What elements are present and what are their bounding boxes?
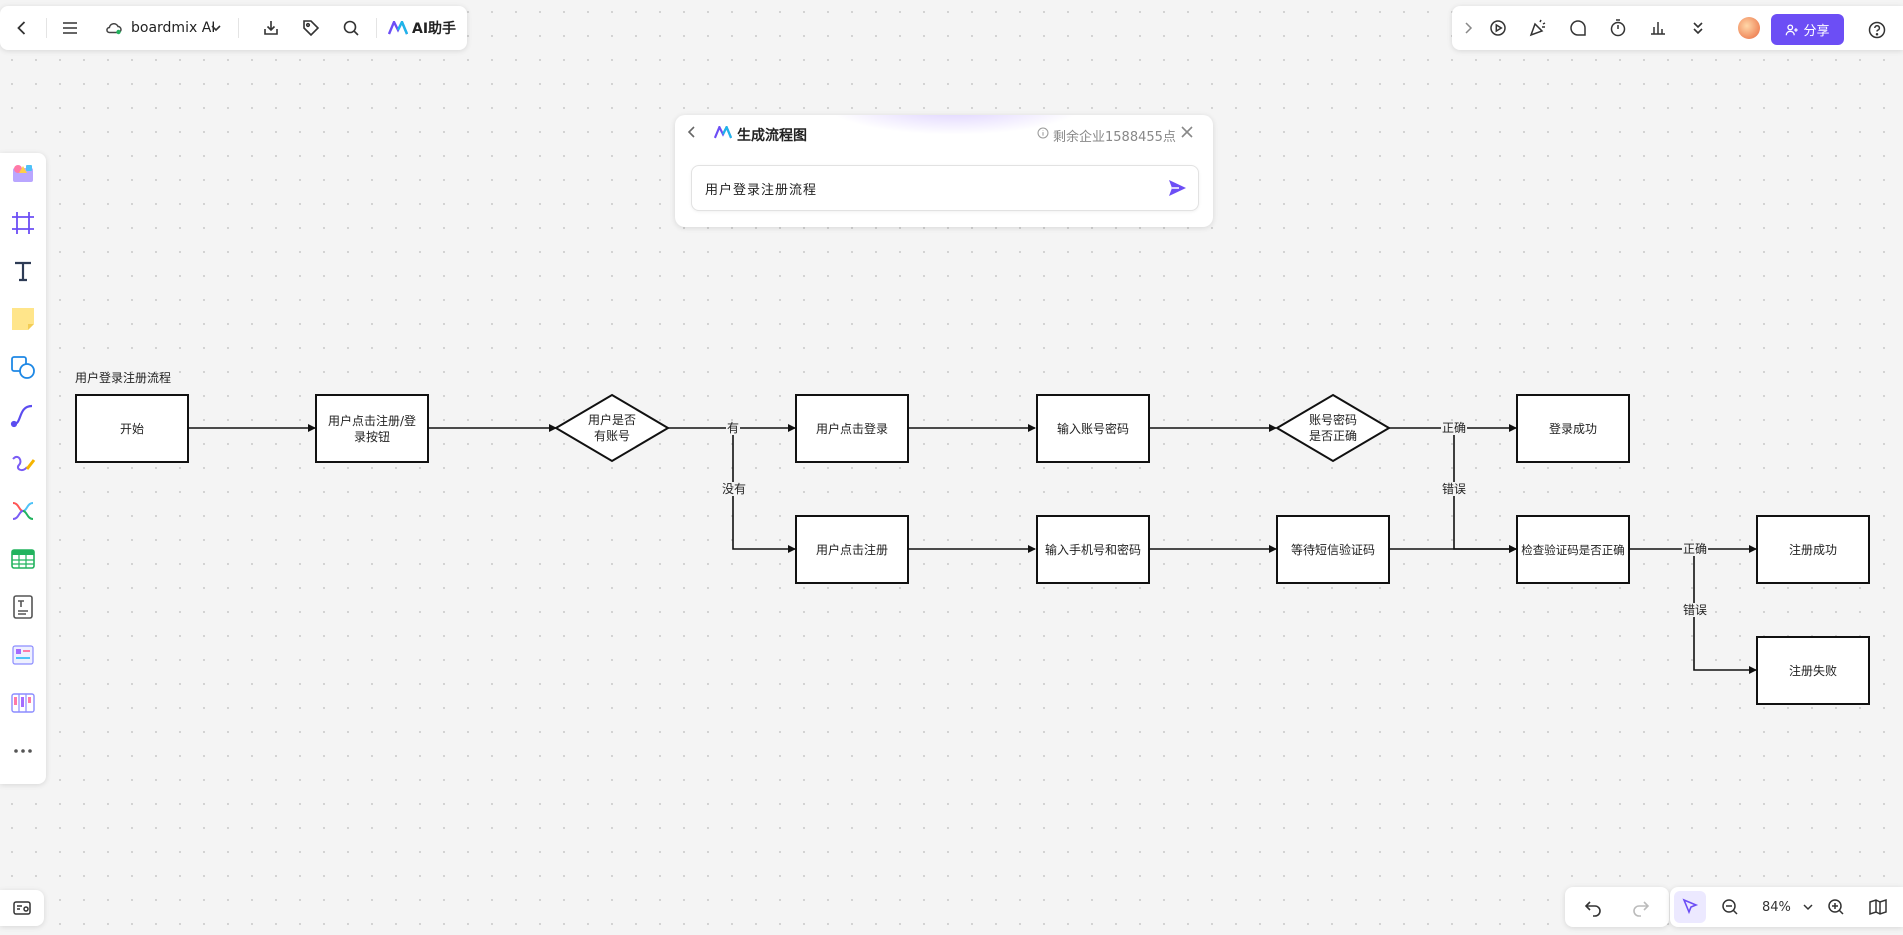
zoom-level[interactable]: 84% (1762, 900, 1791, 915)
prompt-input[interactable]: 用户登录注册流程 (691, 165, 1199, 211)
edge-label-no: 没有 (721, 482, 748, 496)
board-tool-icon[interactable] (7, 687, 39, 719)
celebrate-icon[interactable] (1522, 12, 1554, 44)
node-click-register[interactable]: 用户点击注册 (795, 515, 909, 584)
undo-icon[interactable] (1577, 891, 1609, 923)
ai-assistant-label: AI助手 (412, 21, 457, 37)
more-icon[interactable] (7, 735, 39, 767)
send-icon[interactable] (1161, 172, 1193, 204)
flowchart-title: 用户登录注册流程 (75, 371, 172, 385)
redo-icon[interactable] (1625, 891, 1657, 923)
edge-label-yes: 有 (726, 421, 741, 435)
book-guide-icon[interactable] (1862, 891, 1894, 923)
mindmap-tool-icon[interactable] (7, 495, 39, 527)
bottom-left-panel (0, 890, 44, 926)
ai-generate-panel: 生成流程图 剩余企业1588455点 用户登录注册流程 (675, 115, 1213, 227)
edge-label-correct-login: 正确 (1441, 421, 1468, 435)
table-tool-icon[interactable] (7, 543, 39, 575)
frame-tool-icon[interactable] (7, 207, 39, 239)
credits-text: 剩余企业1588455点 (1053, 130, 1176, 145)
add-user-icon (1786, 23, 1799, 35)
close-icon[interactable] (1175, 118, 1199, 146)
share-label: 分享 (1803, 24, 1830, 39)
node-click-register-login[interactable]: 用户点击注册/登录按钮 (315, 394, 429, 463)
node-check-account[interactable]: 账号密码是否正确 (1308, 413, 1357, 443)
help-icon[interactable] (1861, 14, 1893, 46)
zoom-controls: 84% (1670, 887, 1903, 927)
connector-tool-icon[interactable] (7, 399, 39, 431)
share-button[interactable]: 分享 (1771, 14, 1844, 45)
comment-icon[interactable] (1562, 12, 1594, 44)
zoom-dropdown-icon[interactable] (1798, 891, 1818, 923)
edge-label-correct-register: 正确 (1682, 542, 1709, 556)
back-icon[interactable] (6, 12, 38, 44)
present-icon[interactable] (1482, 12, 1514, 44)
top-left-toolbar: boardmix AI AI助手 (0, 6, 467, 50)
edge-label-wrong-register: 错误 (1682, 603, 1709, 617)
menu-icon[interactable] (54, 12, 86, 44)
node-register-fail[interactable]: 注册失败 (1756, 636, 1870, 705)
node-has-account[interactable]: 用户是否有账号 (588, 413, 637, 443)
left-toolbar (0, 153, 46, 784)
templates-tool-icon[interactable] (7, 158, 39, 190)
zoom-out-icon[interactable] (1714, 891, 1746, 923)
node-register-success[interactable]: 注册成功 (1756, 515, 1870, 584)
node-wait-sms[interactable]: 等待短信验证码 (1276, 515, 1390, 584)
minimap-icon[interactable] (6, 892, 38, 924)
tag-icon[interactable] (295, 12, 327, 44)
node-click-login[interactable]: 用户点击登录 (795, 394, 909, 463)
document-tool-icon[interactable] (7, 591, 39, 623)
kanban-tool-icon[interactable] (7, 639, 39, 671)
edge-label-wrong-login: 错误 (1441, 482, 1468, 496)
panel-back-icon[interactable] (680, 118, 704, 146)
timer-icon[interactable] (1602, 12, 1634, 44)
prompt-input-value: 用户登录注册流程 (705, 183, 818, 198)
node-login-success[interactable]: 登录成功 (1516, 394, 1630, 463)
pen-tool-icon[interactable] (7, 447, 39, 479)
panel-title: 生成流程图 (737, 128, 807, 144)
ai-logo-icon (714, 126, 732, 139)
text-tool-icon[interactable] (7, 255, 39, 287)
download-icon[interactable] (255, 12, 287, 44)
shape-tool-icon[interactable] (7, 351, 39, 383)
zoom-in-icon[interactable] (1820, 891, 1852, 923)
info-icon (1037, 127, 1049, 139)
search-icon[interactable] (335, 12, 367, 44)
node-input-phone[interactable]: 输入手机号和密码 (1036, 515, 1150, 584)
collapse-icon[interactable] (1458, 12, 1478, 44)
file-name[interactable]: boardmix AI (131, 20, 216, 36)
node-start[interactable]: 开始 (75, 394, 189, 463)
node-check-code[interactable]: 检查验证码是否正确 (1516, 515, 1630, 584)
select-cursor-icon[interactable] (1674, 891, 1706, 923)
ai-assistant-button[interactable]: AI助手 (388, 17, 456, 39)
node-input-account[interactable]: 输入账号密码 (1036, 394, 1150, 463)
history-controls (1565, 887, 1669, 927)
avatar[interactable] (1738, 17, 1760, 39)
cloud-saved-icon (98, 12, 130, 44)
vote-icon[interactable] (1642, 12, 1674, 44)
sticky-note-tool-icon[interactable] (7, 303, 39, 335)
file-dropdown-icon[interactable] (206, 12, 226, 44)
ai-logo-icon (388, 21, 408, 35)
more-tools-icon[interactable] (1682, 12, 1714, 44)
